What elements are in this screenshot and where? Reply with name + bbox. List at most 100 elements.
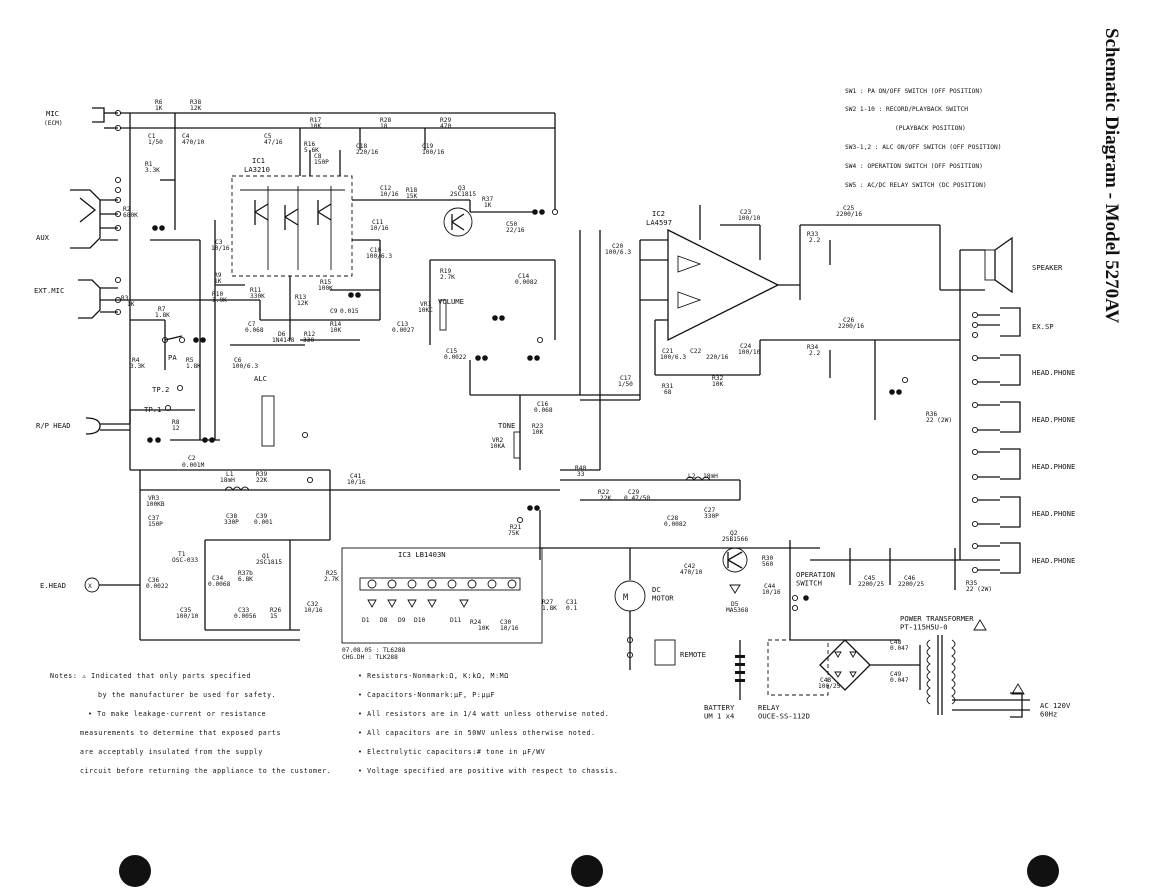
comp-label: Q1 — [262, 553, 270, 560]
switch-legend-line: SW2 1-10 : RECORD/PLAYBACK SWITCH — [845, 106, 968, 113]
ic1-peripherals — [230, 150, 535, 346]
switch-legend-line: SW3-1,2 : ALC ON/OFF SWITCH (OFF POSITIO… — [845, 144, 1001, 151]
comp-label: C14 — [518, 273, 529, 280]
comp-label: C25 — [843, 205, 854, 212]
comp-label: R26 — [270, 607, 281, 614]
comp-label: R38 — [190, 99, 201, 106]
comp-label: T1 — [178, 551, 186, 558]
switch-legend-line: SW1 : PA ON/OFF SWITCH (OFF POSITION) — [845, 88, 983, 95]
switch-legend: SW1 : PA ON/OFF SWITCH (OFF POSITION) SW… — [845, 88, 1001, 189]
comp-value: 100/10 — [738, 349, 761, 356]
comp-value: 10KA — [490, 443, 505, 450]
svg-text:X: X — [88, 583, 92, 590]
comp-label: R8 — [172, 419, 180, 426]
binder-holes — [119, 855, 1059, 887]
comp-label: C46 — [904, 575, 915, 582]
comp-value: 0.047 — [890, 677, 909, 684]
comp-label: C35 — [180, 607, 191, 614]
comp-label: C18 — [356, 143, 367, 150]
comp-value: 2.2 — [809, 237, 820, 244]
ic2-part: LA4597 — [646, 218, 672, 227]
comp-label: C31 — [566, 599, 577, 606]
comp-value: 0.1 — [566, 605, 577, 612]
volume-label: VOLUME — [438, 297, 464, 306]
comp-label: R22 — [598, 489, 609, 496]
comp-label: C50 — [506, 221, 517, 228]
ic1-label: IC1 — [252, 156, 265, 165]
ic3-diode-5: D11 — [450, 617, 461, 624]
comp-label: R15 — [320, 279, 331, 286]
comp-label: R25 — [326, 570, 337, 577]
comp-value: 10K — [532, 429, 543, 436]
notes-left: Notes: ⚠ Indicated that only parts speci… — [50, 672, 331, 775]
ic1-part: LA3210 — [244, 165, 270, 174]
comp-label: R40 — [575, 465, 586, 472]
comp-label: R7 — [158, 306, 166, 313]
switch-legend-line: SW5 : AC/DC RELAY SWITCH (DC POSITION) — [845, 182, 987, 189]
headphone-jack-3: HEAD.PHONE — [971, 448, 1075, 481]
comp-value: 2.7K — [440, 274, 455, 281]
comp-value: 0.0027 — [392, 327, 415, 334]
comp-label: C30 — [500, 619, 511, 626]
comp-value: 220/16 — [356, 149, 379, 156]
comp-value: 2SB1566 — [722, 536, 748, 543]
comp-value: 100K — [318, 285, 333, 292]
comp-label: R27 — [542, 599, 553, 606]
mic-label: MIC — [46, 109, 59, 118]
comp-value: OSC-033 — [172, 557, 198, 564]
comp-value: 18 — [380, 123, 388, 130]
comp-value: 10/16 — [304, 607, 323, 614]
svg-text:M: M — [623, 593, 628, 603]
comp-value: 10/16 — [347, 479, 366, 486]
ext-mic-label: EXT.MIC — [34, 286, 64, 295]
comp-label: C1 — [148, 133, 156, 140]
comp-value: 0.001 — [254, 519, 273, 526]
comp-value: 3.3K — [145, 167, 160, 174]
comp-label: C16 — [537, 401, 548, 408]
comp-label: C22 — [690, 348, 701, 355]
comp-value: 560 — [762, 561, 773, 568]
pa-label: PA — [168, 353, 177, 362]
comp-label: C36 — [148, 577, 159, 584]
comp-label: C32 — [307, 601, 318, 608]
note-line: circuit before returning the appliance t… — [80, 767, 331, 775]
comp-label: C48 — [890, 639, 901, 646]
comp-label: C17 — [620, 375, 631, 382]
comp-label: R29 — [440, 117, 451, 124]
comp-value: 2200/25 — [898, 581, 924, 588]
comp-value: 2.2 — [809, 350, 820, 357]
comp-value: 10/16 — [370, 225, 389, 232]
comp-value: 100/10 — [176, 613, 199, 620]
note-line: • To make leakage-current or resistance — [88, 710, 266, 718]
aux-jack: AUX — [36, 176, 122, 249]
comp-value: 100/10 — [738, 215, 761, 222]
comp-label: C28 — [667, 515, 678, 522]
comp-label: C23 — [740, 209, 751, 216]
note-line: measurements to determine that exposed p… — [80, 729, 281, 737]
comp-value: 22K — [256, 477, 267, 484]
component-labels: R6 1K R38 12K C1 1/50 C4 470/10 R1 3.3K … — [121, 99, 992, 690]
headphone-jack-5: HEAD.PHONE — [971, 542, 1075, 574]
comp-label: D5 — [731, 601, 739, 608]
comp-label: C39 — [256, 513, 267, 520]
comp-label: C33 — [238, 607, 249, 614]
schematic-title: Schematic Diagram - Model 5270AV — [1100, 28, 1122, 328]
headphone-jack-4: HEAD.PHONE — [971, 496, 1075, 528]
volume-tone-section: VOLUME TONE — [429, 230, 640, 470]
comp-value: 330P — [224, 519, 239, 526]
comp-label: C41 — [350, 473, 361, 480]
comp-label: C42 — [684, 563, 695, 570]
ic2-label: IC2 — [652, 209, 665, 218]
comp-label: C11 — [372, 219, 383, 226]
comp-value: 0.0022 — [444, 354, 467, 361]
comp-label: C5 — [264, 133, 272, 140]
comp-label: C20 — [612, 243, 623, 250]
note-line: • All resistors are in 1/4 watt unless o… — [358, 710, 609, 718]
comp-value: 22K — [600, 495, 611, 502]
pa-section: PA TP.2 TP.1 ALC — [144, 335, 275, 447]
